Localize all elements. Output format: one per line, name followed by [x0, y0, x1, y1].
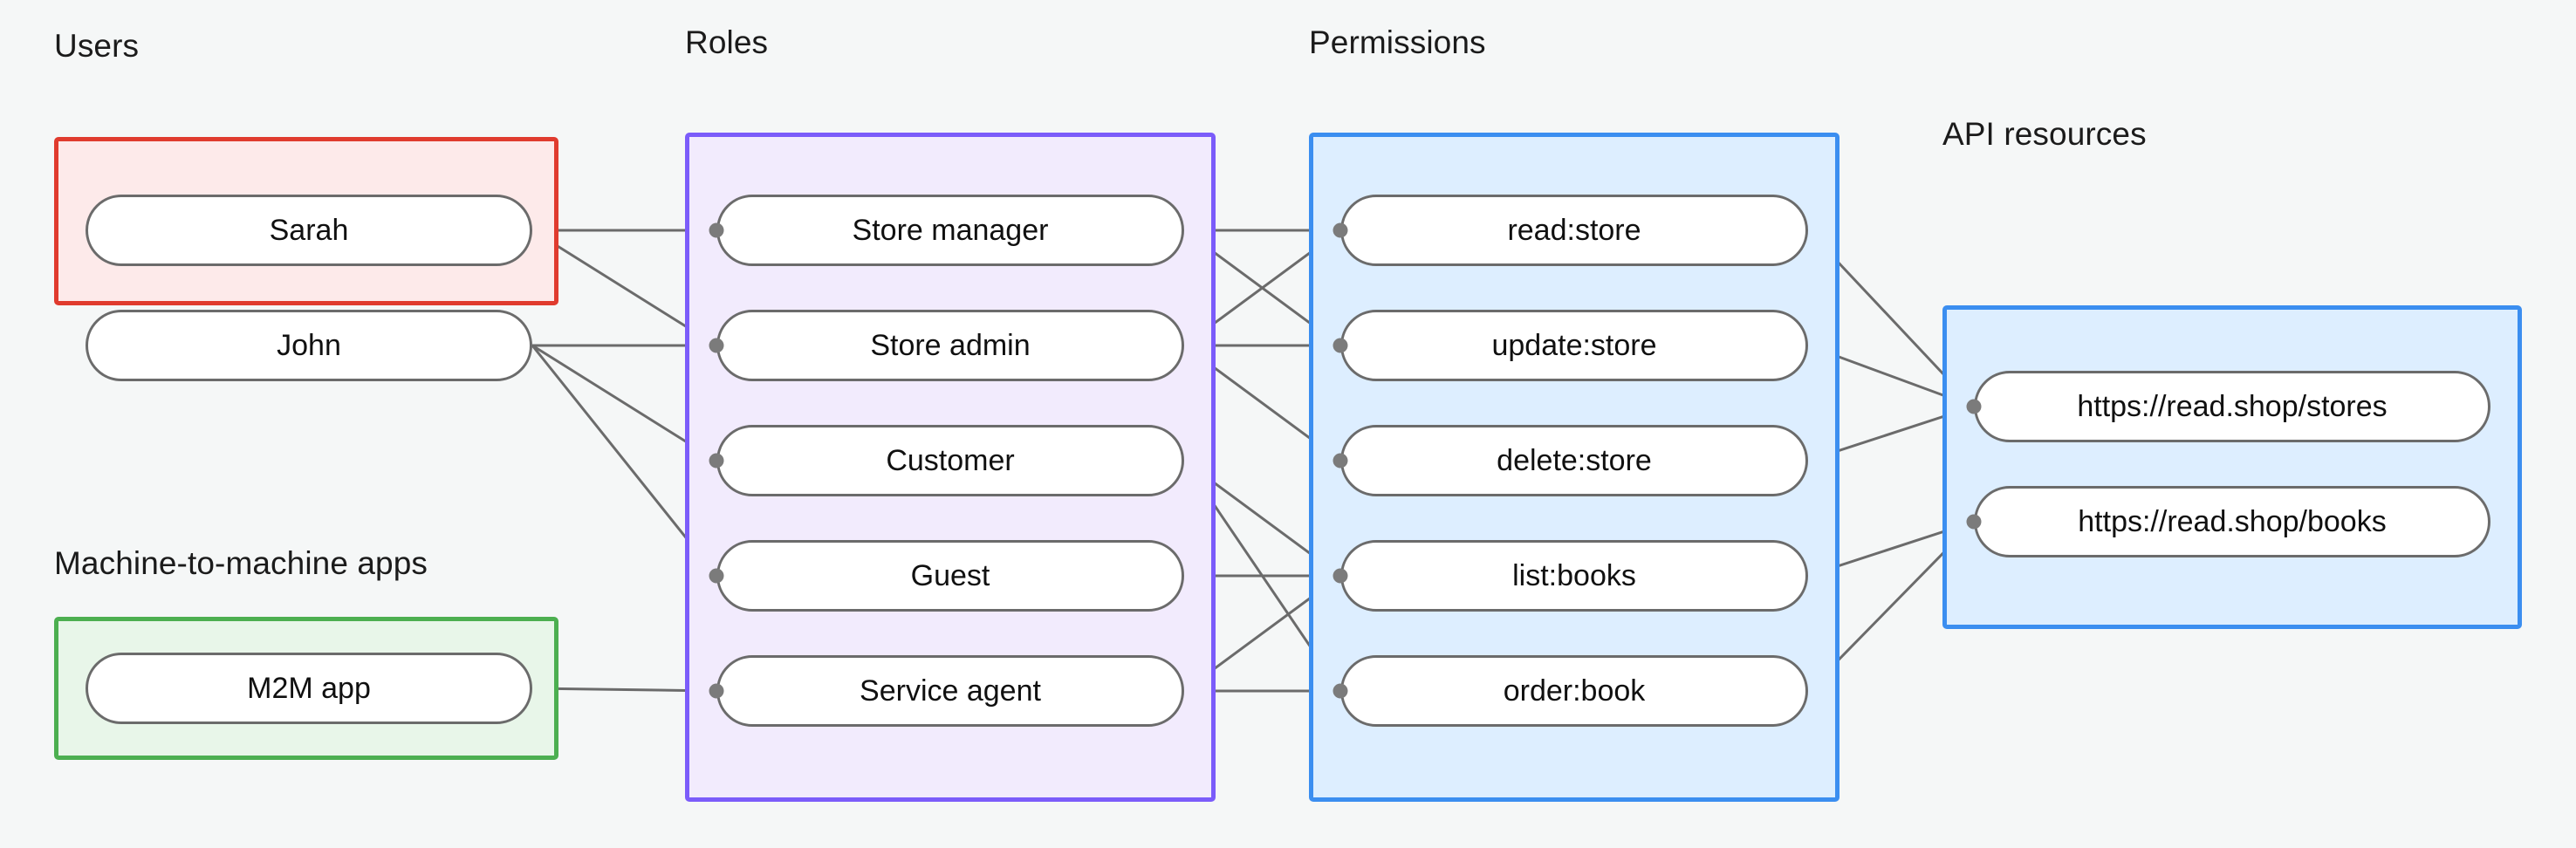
- edge-endpoint-dot-read_store: [1333, 222, 1348, 238]
- node-label-update_store: update:store: [1491, 328, 1657, 362]
- node-order_book[interactable]: order:book: [1340, 655, 1808, 727]
- node-update_store[interactable]: update:store: [1340, 310, 1808, 381]
- node-label-read_store: read:store: [1507, 213, 1641, 247]
- node-label-res_books: https://read.shop/books: [2078, 504, 2387, 538]
- edge-endpoint-dot-guest: [709, 568, 724, 584]
- node-service_agent[interactable]: Service agent: [716, 655, 1184, 727]
- edge-endpoint-dot-service_agent: [709, 683, 724, 699]
- node-label-list_books: list:books: [1512, 558, 1636, 592]
- node-res_stores[interactable]: https://read.shop/stores: [1974, 371, 2490, 442]
- node-list_books[interactable]: list:books: [1340, 540, 1808, 612]
- node-john[interactable]: John: [86, 310, 532, 381]
- group-label-users: Users: [54, 28, 140, 64]
- node-store_manager[interactable]: Store manager: [716, 195, 1184, 266]
- edge-endpoint-dot-customer: [709, 453, 724, 468]
- edge-endpoint-dot-res_stores: [1966, 399, 1982, 414]
- node-label-res_stores: https://read.shop/stores: [2077, 389, 2388, 423]
- edge-endpoint-dot-store_admin: [709, 338, 724, 353]
- node-customer[interactable]: Customer: [716, 425, 1184, 496]
- group-label-api_resources: API resources: [1942, 116, 2147, 152]
- node-delete_store[interactable]: delete:store: [1340, 425, 1808, 496]
- node-sarah[interactable]: Sarah: [86, 195, 532, 266]
- node-label-delete_store: delete:store: [1497, 443, 1652, 477]
- edge-endpoint-dot-update_store: [1333, 338, 1348, 353]
- group-box-api_resources: [1942, 305, 2522, 629]
- edge-endpoint-dot-order_book: [1333, 683, 1348, 699]
- node-label-service_agent: Service agent: [860, 674, 1041, 708]
- group-label-permissions: Permissions: [1309, 24, 1486, 60]
- node-label-guest: Guest: [910, 558, 990, 592]
- node-m2mapp[interactable]: M2M app: [86, 653, 532, 724]
- node-label-store_admin: Store admin: [870, 328, 1031, 362]
- node-label-m2mapp: M2M app: [247, 671, 371, 705]
- node-guest[interactable]: Guest: [716, 540, 1184, 612]
- node-res_books[interactable]: https://read.shop/books: [1974, 486, 2490, 557]
- node-label-sarah: Sarah: [269, 213, 349, 247]
- edge-endpoint-dot-delete_store: [1333, 453, 1348, 468]
- edge-endpoint-dot-list_books: [1333, 568, 1348, 584]
- edge-endpoint-dot-store_manager: [709, 222, 724, 238]
- node-label-order_book: order:book: [1503, 674, 1646, 708]
- group-label-m2m: Machine-to-machine apps: [54, 545, 428, 581]
- node-label-john: John: [277, 328, 341, 362]
- node-label-store_manager: Store manager: [852, 213, 1049, 247]
- edge-endpoint-dot-res_books: [1966, 514, 1982, 530]
- node-store_admin[interactable]: Store admin: [716, 310, 1184, 381]
- node-read_store[interactable]: read:store: [1340, 195, 1808, 266]
- node-label-customer: Customer: [886, 443, 1015, 477]
- group-label-roles: Roles: [685, 24, 769, 60]
